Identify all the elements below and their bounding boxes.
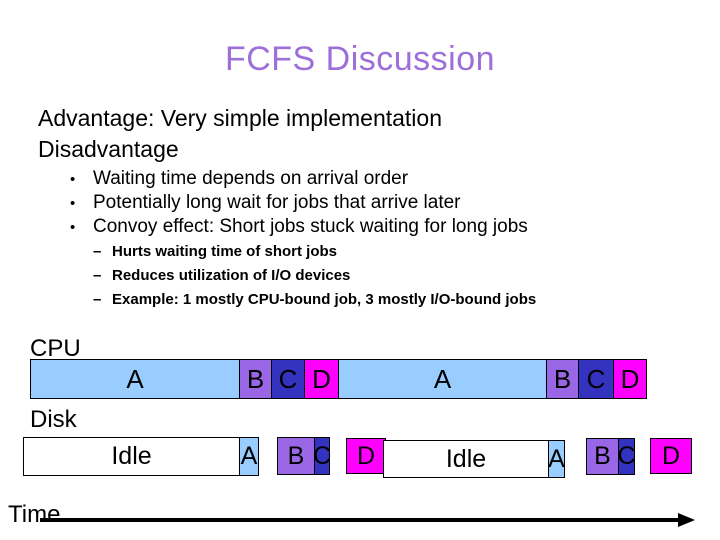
slide-title: FCFS Discussion — [224, 40, 496, 78]
sub-bullet-item: – Hurts waiting time of short jobs — [93, 244, 536, 268]
cpu-segment-b: B — [546, 360, 578, 398]
disk-segment-d: D — [347, 439, 385, 473]
bullet-item: • Convoy effect: Short jobs stuck waitin… — [70, 217, 528, 241]
bullet-item: • Potentially long wait for jobs that ar… — [70, 193, 528, 217]
cpu-segment-a: A — [31, 360, 239, 398]
disk-box: D — [346, 438, 386, 474]
disk-segment-c: C — [618, 439, 634, 474]
disk-segment-c: C — [314, 438, 329, 474]
segment-label: A — [548, 444, 564, 473]
sub-bullet-text: Hurts waiting time of short jobs — [112, 243, 338, 260]
bullet-text: Potentially long wait for jobs that arri… — [93, 192, 461, 213]
dash-marker: – — [93, 291, 102, 308]
time-row-label: Time — [8, 501, 61, 528]
bullet-list: • Waiting time depends on arrival order … — [70, 169, 528, 241]
segment-label: B — [246, 363, 265, 394]
cpu-segment-d: D — [304, 360, 338, 398]
segment-label: C — [315, 442, 329, 471]
cpu-segment-a: A — [338, 360, 546, 398]
bullet-marker: • — [70, 171, 76, 188]
time-arrow-icon — [40, 513, 695, 527]
cpu-segment-b: B — [239, 360, 271, 398]
disk-box: BC — [277, 437, 330, 475]
dash-marker: – — [93, 243, 102, 260]
disk-row-label: Disk — [30, 406, 77, 433]
sub-bullet-text: Example: 1 mostly CPU-bound job, 3 mostl… — [112, 291, 537, 308]
segment-label: B — [594, 442, 611, 470]
bullet-marker: • — [70, 195, 76, 212]
disk-box: D — [650, 438, 692, 474]
cpu-segment-d: D — [613, 360, 646, 398]
segment-label: D — [661, 441, 681, 470]
cpu-row-label: CPU — [30, 335, 81, 362]
disk-segment-a: A — [548, 441, 564, 477]
segment-label: A — [240, 442, 258, 470]
cpu-segment-c: C — [578, 360, 613, 398]
cpu-segment-c: C — [271, 360, 304, 398]
sub-bullet-list: – Hurts waiting time of short jobs – Red… — [93, 244, 536, 316]
bullet-marker: • — [70, 219, 76, 236]
disk-box: Idle A — [383, 440, 565, 478]
segment-label: Idle — [445, 444, 487, 473]
sub-bullet-item: – Example: 1 mostly CPU-bound job, 3 mos… — [93, 292, 536, 316]
segment-label: D — [356, 441, 376, 470]
segment-label: C — [586, 363, 606, 394]
advantage-line: Advantage: Very simple implementation — [38, 105, 442, 131]
sub-bullet-item: – Reduces utilization of I/O devices — [93, 268, 536, 292]
disk-segment-b: B — [587, 439, 618, 474]
disadvantage-line: Disadvantage — [38, 136, 179, 162]
dash-marker: – — [93, 267, 102, 284]
segment-label: B — [287, 441, 305, 470]
segment-label: D — [312, 363, 331, 394]
segment-label: C — [619, 442, 634, 471]
segment-label: C — [278, 363, 298, 394]
segment-label: A — [433, 363, 452, 394]
disk-segment-b: B — [278, 438, 314, 474]
disk-box: Idle A — [23, 437, 259, 476]
disk-box: BC — [586, 438, 635, 475]
disk-segment-idle: Idle — [384, 441, 548, 477]
segment-label: A — [126, 363, 144, 394]
segment-label: D — [620, 363, 640, 394]
bullet-item: • Waiting time depends on arrival order — [70, 169, 528, 193]
bullet-text: Waiting time depends on arrival order — [93, 168, 409, 189]
segment-label: Idle — [111, 442, 152, 470]
disk-segment-a: A — [239, 438, 258, 475]
sub-bullet-text: Reduces utilization of I/O devices — [112, 267, 351, 284]
disk-segment-idle: Idle — [24, 438, 239, 475]
bullet-text: Convoy effect: Short jobs stuck waiting … — [93, 216, 528, 237]
segment-label: B — [553, 363, 572, 394]
disk-segment-d: D — [651, 439, 691, 473]
